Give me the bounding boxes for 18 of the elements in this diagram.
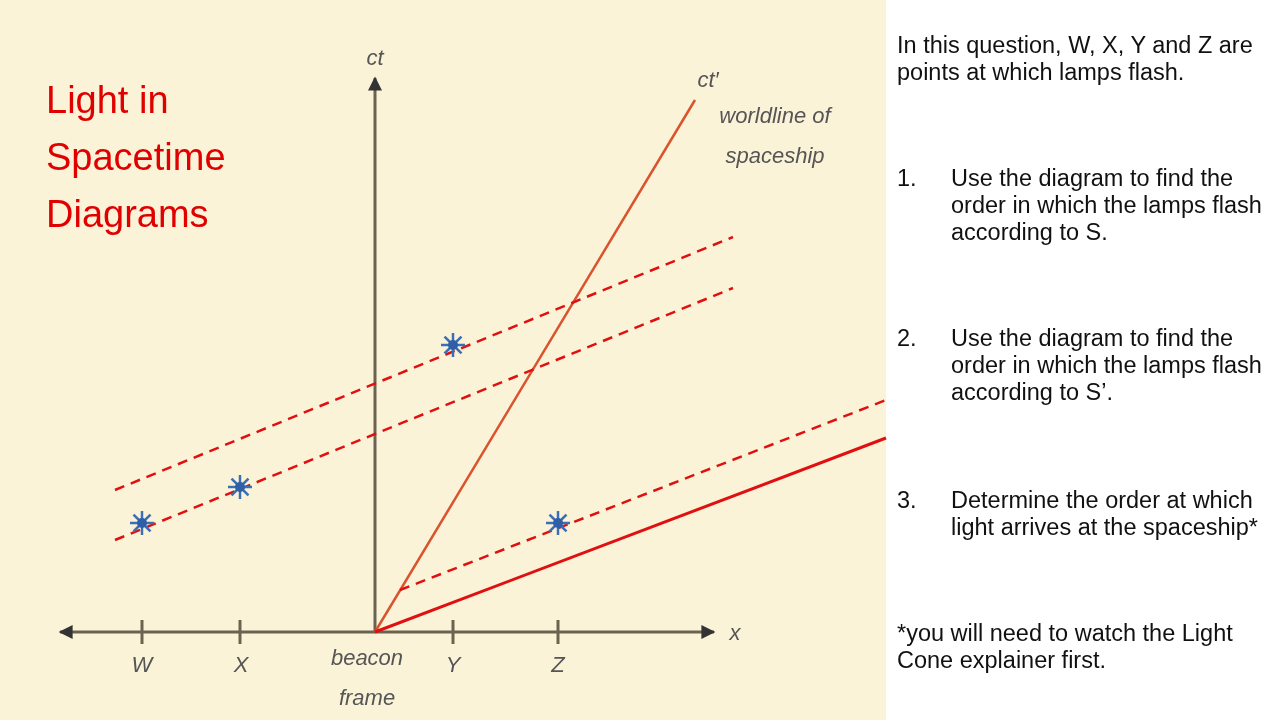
axis-label: ct′ bbox=[696, 66, 720, 94]
intro-text: In this question, W, X, Y and Z are points at which lamps flash. bbox=[897, 32, 1254, 86]
axis-label: x bbox=[728, 619, 742, 647]
point-label: X bbox=[232, 651, 250, 679]
question-text: Use the diagram to find the order in which the lamps flash according to S’. bbox=[951, 325, 1263, 406]
origin-label: beacon frame bbox=[329, 644, 405, 712]
question-number: 3. bbox=[897, 487, 918, 514]
title: Light in Spacetime Diagrams bbox=[46, 78, 227, 237]
question-text: Use the diagram to find the order in which the lamps flash according to S. bbox=[951, 165, 1263, 246]
axis-label: ct bbox=[365, 44, 386, 72]
question-text: Determine the order at which light arrives at the spaceship* bbox=[951, 487, 1259, 541]
question-number: 1. bbox=[897, 165, 918, 192]
footnote: *you will need to watch the Light Cone explainer first. bbox=[897, 620, 1234, 674]
question-number: 2. bbox=[897, 325, 918, 352]
line-label: worldline of spaceship bbox=[718, 102, 834, 170]
point-label: Y bbox=[444, 651, 463, 679]
point-label: Z bbox=[550, 651, 567, 679]
point-label: W bbox=[130, 651, 155, 679]
